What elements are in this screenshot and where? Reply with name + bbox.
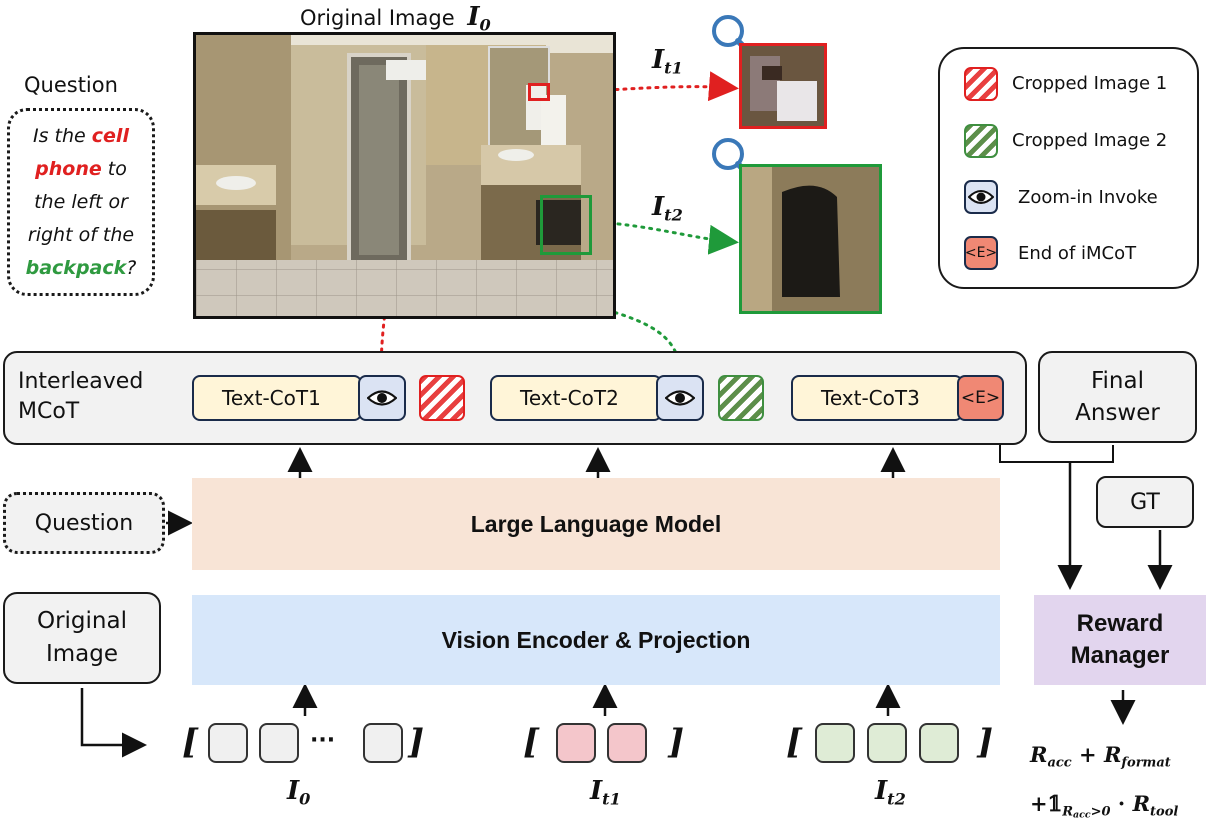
legend-red-hatch-swatch	[964, 67, 998, 101]
reward-formula-line1: Racc + Rformat	[1030, 742, 1171, 771]
token-ellipsis: ···	[310, 728, 336, 753]
arrow-original-image-to-tokens	[80, 688, 147, 758]
reward-formula: Racc + Rformat +𝟙Racc>0 · Rtool	[1030, 735, 1212, 835]
question-heading: Question	[24, 73, 118, 97]
token-it1	[607, 723, 647, 763]
question-card: Is the cell phone to the left or right o…	[7, 108, 155, 296]
token-it1	[556, 723, 596, 763]
llm-band: Large Language Model	[192, 478, 1000, 570]
vision-encoder-band: Vision Encoder & Projection	[192, 595, 1000, 685]
connector-mcot-final	[999, 445, 1114, 463]
question-input-box: Question	[3, 492, 165, 554]
legend-eye-icon	[964, 180, 998, 214]
eye-icon	[656, 375, 704, 421]
original-image-title: Original Image I0	[300, 2, 491, 35]
question-keyword: phone	[35, 157, 102, 180]
final-answer-line1: Final	[1090, 368, 1144, 394]
legend-green-hatch-swatch	[964, 124, 998, 158]
crop-label-t1: It1	[652, 45, 683, 78]
legend-label-cropped-2: Cropped Image 2	[1012, 130, 1168, 151]
gt-box: GT	[1096, 476, 1194, 528]
token-i0	[208, 723, 248, 763]
question-fragment: to the left or right of the	[27, 157, 135, 246]
token-label-it2: It2	[875, 776, 906, 809]
image-symbol-i0: I0	[467, 2, 491, 35]
eye-icon	[358, 375, 406, 421]
token-bracket-close: ]	[408, 722, 425, 762]
text-cot-3: Text-CoT3	[791, 375, 963, 421]
token-bracket-close: ]	[668, 722, 685, 762]
crop-label-t2: It2	[652, 192, 683, 225]
original-image-title-text: Original Image	[300, 6, 455, 30]
legend-label-cropped-1: Cropped Image 1	[1012, 73, 1168, 94]
crop-box-green	[540, 195, 592, 255]
reward-formula-line2: +𝟙Racc>0 · Rtool	[1030, 790, 1179, 821]
cropped-image-2	[739, 164, 882, 314]
token-it2	[919, 723, 959, 763]
final-answer-box: Final Answer	[1038, 351, 1197, 443]
final-answer-line2: Answer	[1075, 400, 1160, 426]
reward-manager-box: Reward Manager	[1034, 595, 1206, 685]
question-keyword: cell	[91, 124, 129, 147]
cropped-token-green	[718, 375, 764, 421]
token-it2	[815, 723, 855, 763]
token-it2	[867, 723, 907, 763]
token-bracket-open: [	[786, 722, 803, 762]
question-keyword: backpack	[25, 256, 127, 279]
token-bracket-open: [	[523, 722, 540, 762]
question-text: Is the cell phone to the left or right o…	[10, 120, 152, 285]
mcot-label: Interleaved MCoT	[18, 369, 144, 424]
original-image-input-box: Original Image	[3, 592, 161, 684]
text-cot-2: Text-CoT2	[490, 375, 662, 421]
bathroom-photo	[193, 32, 616, 319]
cropped-token-red	[419, 375, 465, 421]
text-cot-1: Text-CoT1	[192, 375, 362, 421]
question-fragment: ?	[126, 256, 137, 279]
token-bracket-open: [	[182, 722, 199, 762]
question-fragment: Is the	[33, 124, 92, 147]
token-i0	[363, 723, 403, 763]
legend-label-zoom: Zoom-in Invoke	[1018, 187, 1158, 208]
token-i0	[259, 723, 299, 763]
legend-label-end: End of iMCoT	[1018, 243, 1137, 264]
cropped-image-1	[739, 43, 827, 129]
token-label-it1: It1	[590, 776, 621, 809]
token-bracket-close: ]	[977, 722, 994, 762]
end-token: <E>	[957, 375, 1004, 421]
legend-end-token-icon: <E>	[964, 236, 998, 270]
crop-box-red	[528, 83, 550, 101]
token-label-i0: I0	[287, 776, 311, 809]
